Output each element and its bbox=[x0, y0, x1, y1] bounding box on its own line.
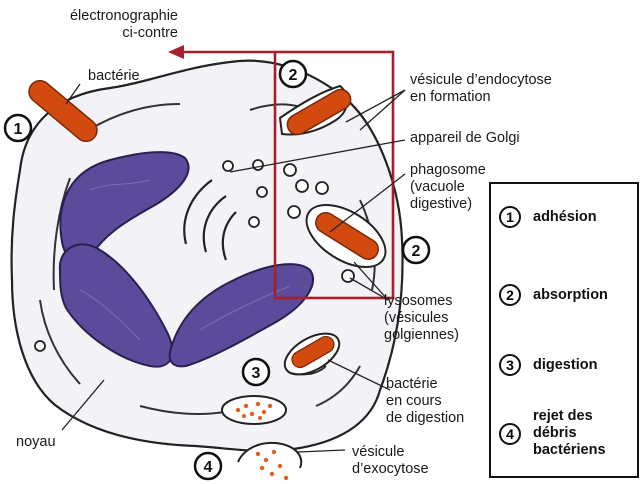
step-marker-4: 4 bbox=[195, 453, 221, 479]
label-electronography: électronographie ci-contre bbox=[36, 8, 178, 42]
legend-num-3: 3 bbox=[499, 354, 521, 376]
label-bacterie: bactérie bbox=[88, 68, 140, 85]
legend-text-3: digestion bbox=[533, 357, 597, 374]
legend-text-1: adhésion bbox=[533, 209, 597, 226]
step-marker-1: 1 bbox=[5, 115, 31, 141]
label-vesicule-exocytose: vésicule d’exocytose bbox=[352, 444, 429, 478]
step-marker-3-text: 3 bbox=[252, 365, 261, 382]
residual-body bbox=[222, 396, 286, 424]
legend-num-1: 1 bbox=[499, 206, 521, 228]
legend-item-3: 3 digestion bbox=[499, 354, 597, 376]
legend-item-2: 2 absorption bbox=[499, 284, 608, 306]
legend-item-1: 1 adhésion bbox=[499, 206, 597, 228]
legend-text-4: rejet des débris bactériens bbox=[533, 408, 606, 459]
frame-arrow-head bbox=[168, 45, 184, 59]
legend-text-2: absorption bbox=[533, 287, 608, 304]
step-marker-4-text: 4 bbox=[204, 459, 213, 476]
step-marker-2a: 2 bbox=[280, 61, 306, 87]
step-marker-1-text: 1 bbox=[14, 121, 23, 138]
label-phagosome: phagosome (vacuole digestive) bbox=[410, 162, 486, 213]
legend-num-2: 2 bbox=[499, 284, 521, 306]
legend-num-4: 4 bbox=[499, 423, 521, 445]
step-marker-2a-text: 2 bbox=[289, 67, 298, 84]
label-noyau: noyau bbox=[16, 434, 56, 451]
label-golgi: appareil de Golgi bbox=[410, 130, 520, 147]
label-bacterie-digestion: bactérie en cours de digestion bbox=[386, 376, 464, 427]
legend: 1 adhésion 2 absorption 3 digestion 4 re… bbox=[489, 182, 639, 478]
label-vesicule-endocytose: vésicule d’endocytose en formation bbox=[410, 72, 552, 106]
legend-item-4: 4 rejet des débris bactériens bbox=[499, 408, 606, 459]
step-marker-2b-text: 2 bbox=[412, 243, 421, 260]
step-marker-3: 3 bbox=[243, 359, 269, 385]
step-marker-2b: 2 bbox=[403, 237, 429, 263]
label-lysosomes: lysosomes (vésicules golgiennes) bbox=[384, 293, 459, 344]
